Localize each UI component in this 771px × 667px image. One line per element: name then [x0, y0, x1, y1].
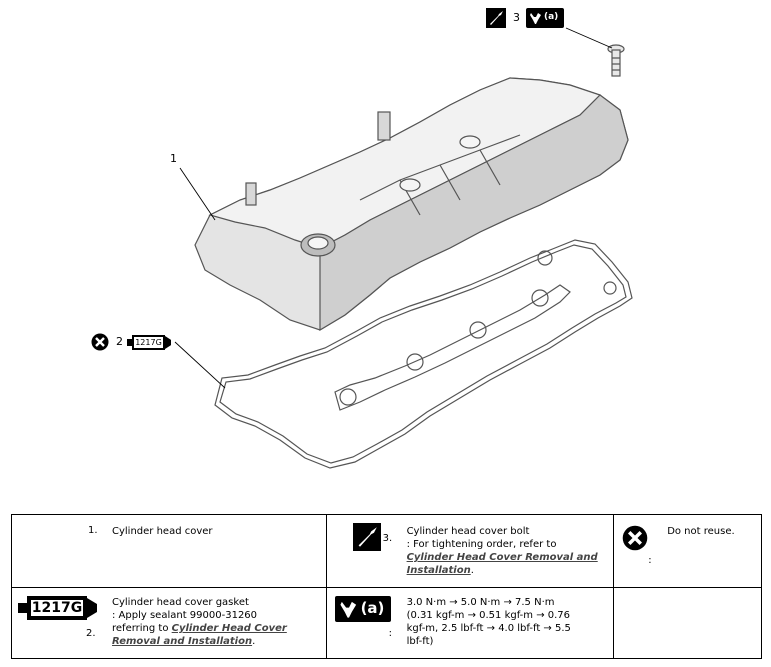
bolt-drawing	[607, 44, 625, 77]
legend-row-1: 1. Cylinder head cover 3. Cylinder head …	[11, 514, 762, 588]
gasket-removal-link-cont[interactable]: Removal and Installation	[112, 636, 253, 647]
item-3-period: .	[470, 565, 474, 576]
bolt-icon	[352, 523, 381, 551]
item-2-text: Cylinder head cover gasket : Apply seala…	[112, 596, 322, 648]
item-3-line-2: : For tightening order, refer to	[406, 539, 557, 550]
sealant-code-label: 1217G	[31, 600, 83, 616]
exploded-diagram	[174, 27, 633, 469]
torque-line-4: lbf-ft)	[406, 636, 434, 647]
cover-removal-link-cont[interactable]: Installation	[406, 565, 471, 576]
torque-label: (a)	[360, 599, 385, 617]
cover-drawing	[194, 77, 629, 332]
torque-spec-text: 3.0 N·m → 5.0 N·m → 7.5 N·m (0.31 kgf-m …	[407, 596, 612, 648]
item-2-period: .	[252, 636, 256, 647]
sealant-tube-icon: 1217G	[127, 335, 171, 350]
gasket-drawing	[214, 239, 633, 469]
item-2-line-3: referring to	[112, 623, 169, 634]
bolt-icon	[486, 8, 506, 28]
do-not-reuse-icon	[91, 333, 109, 351]
torque-wrench-icon: (a)	[334, 596, 391, 622]
item-2-line-1: Cylinder head cover gasket	[112, 597, 249, 608]
callout-1: 1	[170, 152, 177, 165]
torque-line-2: (0.31 kgf-m → 0.51 kgf-m → 0.76	[406, 610, 571, 621]
item-2-line-2: : Apply sealant 99000-31260	[112, 610, 258, 621]
legend-cell-do-not-reuse: : Do not reuse.	[613, 514, 762, 588]
item-3-line-1: Cylinder head cover bolt	[406, 526, 530, 537]
callout-3: 3	[513, 11, 520, 24]
legend-cell-torque: (a) : 3.0 N·m → 5.0 N·m → 7.5 N·m (0.31 …	[325, 587, 615, 659]
item-3-number: 3.	[382, 533, 393, 544]
legend-cell-bolt: 3. Cylinder head cover bolt : For tighte…	[325, 514, 615, 588]
legend-cell-gasket: 1217G 2. Cylinder head cover gasket : Ap…	[11, 587, 327, 659]
torque-line-3: kgf-m, 2.5 lbf-ft → 4.0 lbf-ft → 5.5	[406, 623, 571, 634]
sealant-tube-icon: 1217G	[18, 596, 98, 620]
do-not-reuse-text: Do not reuse.	[667, 526, 735, 537]
item-1-text: Cylinder head cover	[112, 526, 213, 537]
callout-2: 2	[116, 335, 123, 348]
torque-line-1: 3.0 N·m → 5.0 N·m → 7.5 N·m	[406, 597, 555, 608]
torque-label: (a)	[544, 12, 559, 22]
legend-row-2: 1217G 2. Cylinder head cover gasket : Ap…	[11, 587, 762, 659]
gasket-removal-link[interactable]: Cylinder Head Cover	[171, 623, 287, 634]
item-3-text: Cylinder head cover bolt : For tightenin…	[407, 525, 612, 577]
item-2-number: 2.	[86, 628, 96, 639]
leader-lines	[174, 27, 613, 389]
cover-removal-link[interactable]: Cylinder Head Cover Removal and	[406, 552, 598, 563]
do-not-reuse-icon	[622, 525, 648, 551]
legend-table: 1. Cylinder head cover 3. Cylinder head …	[11, 514, 762, 659]
item-1-number: 1.	[88, 525, 98, 536]
torque-wrench-icon: (a)	[526, 8, 564, 28]
torque-colon: :	[388, 628, 392, 639]
callout-3-group: 3 (a)	[486, 8, 571, 28]
legend-cell-cover: 1. Cylinder head cover	[11, 514, 327, 588]
do-not-reuse-colon: :	[648, 555, 652, 566]
legend-cell-empty	[613, 587, 762, 659]
callout-2-group: 2 1217G	[91, 333, 181, 353]
sealant-code-label: 1217G	[134, 337, 163, 348]
